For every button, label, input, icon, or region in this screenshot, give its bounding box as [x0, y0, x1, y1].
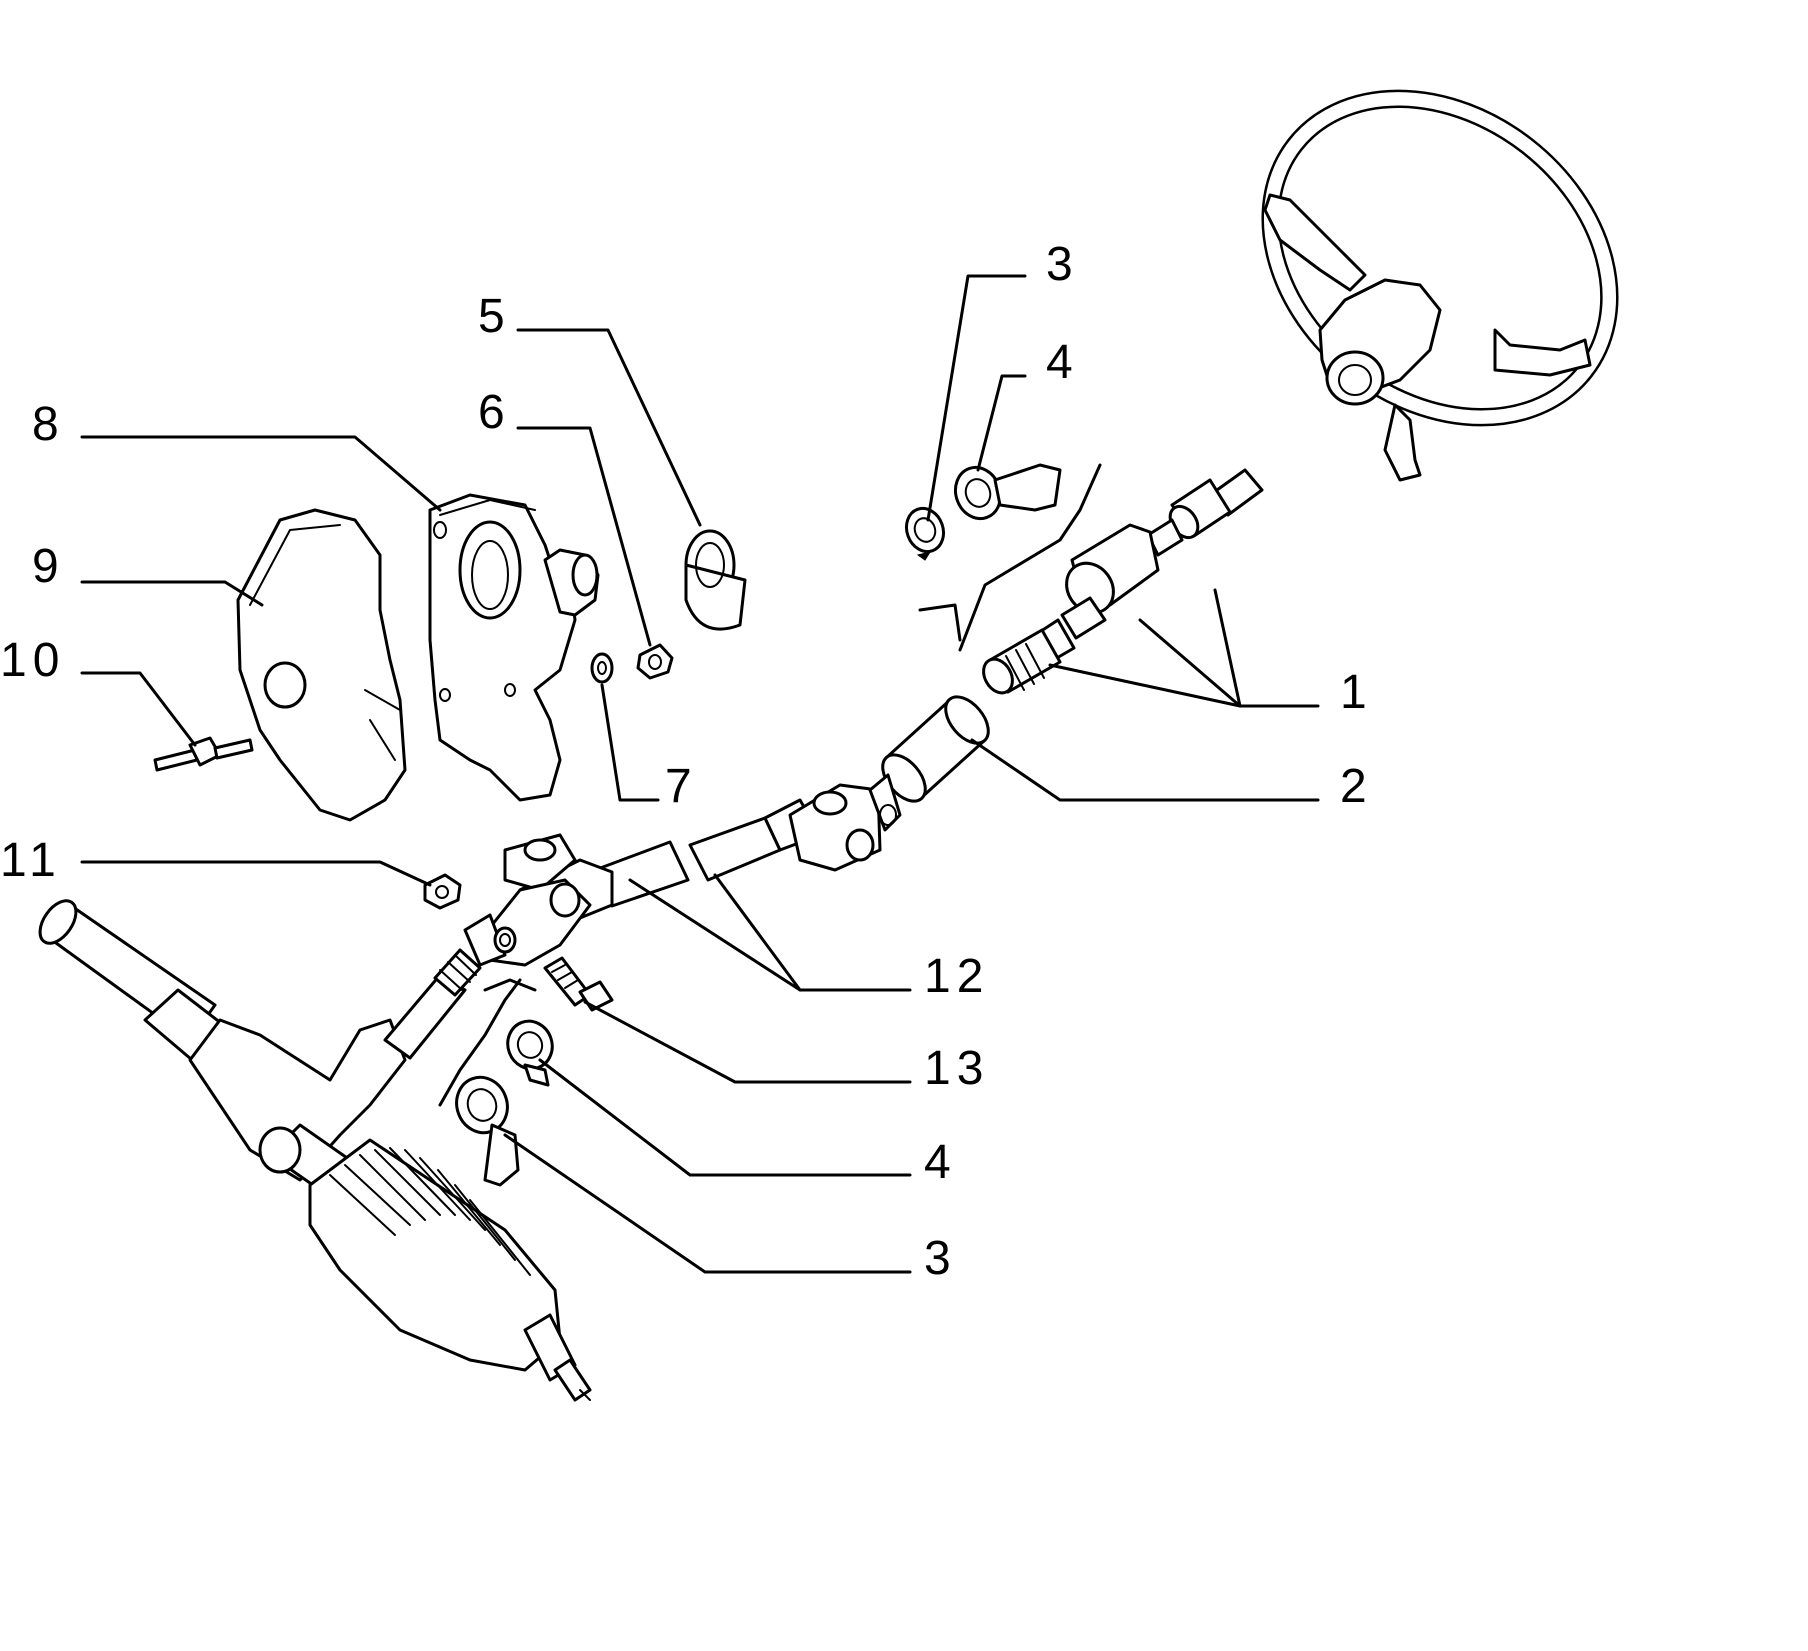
- label-3-top: 3: [1046, 238, 1079, 291]
- label-13: 13: [924, 1042, 989, 1095]
- label-6: 6: [478, 386, 511, 439]
- label-11: 11: [0, 834, 62, 887]
- mounting-bracket: [428, 493, 600, 802]
- label-4-bottom: 4: [924, 1136, 957, 1189]
- nut-11: [423, 873, 462, 910]
- label-9: 9: [32, 540, 65, 593]
- label-7: 7: [665, 760, 698, 813]
- upper-shaft-set: [982, 468, 1264, 695]
- lower-cover: [236, 508, 407, 822]
- intermediate-tube: [881, 695, 990, 803]
- clamp-ring-bottom: [506, 1019, 554, 1087]
- label-4-top: 4: [1046, 336, 1079, 389]
- steering-wheel: [1261, 89, 1619, 482]
- label-1: 1: [1340, 666, 1373, 719]
- nut-6: [636, 643, 674, 680]
- label-2: 2: [1340, 760, 1373, 813]
- stud-bolt: [153, 736, 254, 772]
- clamp-top: [953, 463, 1062, 521]
- leader-lines: [80, 274, 1320, 1274]
- bolt-13: [543, 956, 614, 1012]
- clamp-bottom: [455, 1075, 520, 1187]
- label-5: 5: [478, 290, 511, 343]
- section-break-marks: [438, 463, 1102, 1107]
- washer-7: [590, 652, 614, 684]
- retaining-ring-top: [904, 506, 946, 561]
- label-3-bottom: 3: [924, 1232, 957, 1285]
- universal-joint-shaft: [463, 773, 902, 967]
- bush: [684, 529, 747, 631]
- label-12: 12: [924, 950, 989, 1003]
- callout-labels: 1 2 3 4 5 6 7 8 9 10 11 12 13 4 3: [0, 238, 1373, 1285]
- label-8: 8: [32, 398, 65, 451]
- label-10: 10: [0, 634, 65, 687]
- steering-rack: [38, 899, 592, 1402]
